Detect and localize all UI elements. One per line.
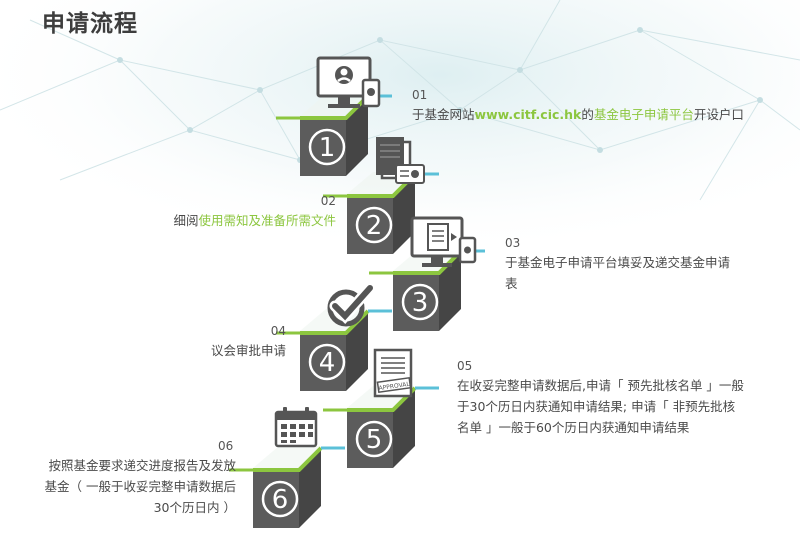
calendar-icon — [274, 407, 318, 448]
step-2-number: 02 — [320, 194, 336, 208]
step-3-text: 03 于基金电子申请平台填妥及递交基金申请 表 — [505, 234, 765, 294]
checkmark-icon — [327, 282, 376, 327]
step-4-number: 04 — [270, 324, 286, 338]
step-2-text: 02 细阅使用需知及准备所需文件 — [150, 192, 336, 231]
step-1-digit: 1 — [319, 133, 336, 163]
step-2-digit: 2 — [366, 211, 383, 241]
approval-stamp-label: APPROVAL — [378, 381, 411, 392]
e-platform-link[interactable]: 基金电子申请平台 — [593, 107, 694, 122]
page-title: 申请流程 — [42, 11, 138, 37]
step-5-number: 05 — [457, 359, 473, 373]
step-3-digit: 3 — [412, 288, 429, 318]
approval-document-icon: APPROVAL — [373, 348, 413, 398]
step-5-digit: 5 — [366, 425, 383, 455]
step-1-number: 01 — [412, 88, 428, 102]
step-3-number: 03 — [505, 236, 521, 250]
website-link[interactable]: www.citf.cic.hk — [474, 107, 582, 122]
step-6-number: 06 — [218, 439, 234, 453]
step-6-digit: 6 — [272, 485, 289, 515]
step-1-text: 01 于基金网站www.citf.cic.hk的基金电子申请平台开设户口 — [412, 88, 744, 122]
step-4-digit: 4 — [319, 348, 336, 378]
monitor-form-icon — [410, 216, 477, 267]
monitor-user-icon — [316, 56, 381, 108]
step-block-6: 6 — [229, 446, 345, 528]
step-block-1: 1 — [276, 94, 392, 176]
step-6-text: 06 按照基金要求递交进度报告及发放 基金（ 一般于收妥完整申请数据后 30个历… — [30, 437, 236, 518]
documents-id-card-icon — [376, 137, 425, 184]
guidelines-link[interactable]: 使用需知及准备所需文件 — [198, 213, 336, 228]
step-4-text: 04 议会审批申请 — [160, 322, 286, 361]
step-5-text: 05 在收妥完整申请数据后,申请「 预先批核名单 」一般 于30个历日内获通知申… — [457, 357, 777, 438]
